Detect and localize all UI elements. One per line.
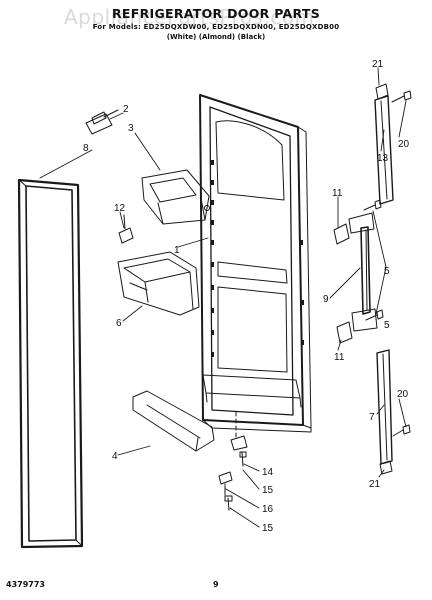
screw-20-lower bbox=[392, 424, 411, 437]
screw-15-upper bbox=[239, 451, 247, 467]
screw-15-lower bbox=[224, 495, 233, 511]
callout-20-bottom: 20 bbox=[397, 389, 409, 400]
part-4-bottom-shelf bbox=[132, 390, 215, 452]
part-code: 4379773 bbox=[6, 580, 45, 589]
part-11-handle-brackets bbox=[333, 223, 353, 344]
model-numbers: For Models: ED25DQXDW00, ED25DQXDN00, ED… bbox=[92, 23, 340, 31]
callout-9: 9 bbox=[323, 294, 329, 305]
refrigerator-door bbox=[199, 94, 312, 451]
model-colors: (White) (Almond) (Black) bbox=[166, 33, 266, 41]
part-9-door-handle bbox=[348, 212, 378, 332]
callout-4: 4 bbox=[112, 451, 118, 462]
part-2-bracket bbox=[85, 109, 119, 135]
screw-5-upper bbox=[363, 199, 382, 211]
screws bbox=[218, 90, 412, 511]
callout-7: 7 bbox=[369, 412, 375, 423]
callout-1: 1 bbox=[174, 245, 180, 256]
callout-13: 13 bbox=[377, 153, 389, 164]
callout-21-bottom: 21 bbox=[369, 479, 381, 490]
page-title: REFRIGERATOR DOOR PARTS bbox=[111, 6, 321, 21]
page-number: 9 bbox=[213, 580, 219, 589]
callout-11-top: 11 bbox=[332, 188, 343, 199]
callouts: 2 3 8 12 1 6 4 21 13 20 11 5 9 5 11 20 7… bbox=[83, 59, 410, 534]
callout-2: 2 bbox=[123, 104, 129, 115]
screw-20-upper bbox=[391, 90, 412, 103]
callout-11-bottom: 11 bbox=[334, 352, 345, 363]
part-3-dairy-cover bbox=[141, 169, 210, 225]
callout-15-lower: 15 bbox=[262, 523, 274, 534]
callout-16: 16 bbox=[262, 504, 274, 515]
callout-21-top: 21 bbox=[372, 59, 384, 70]
part-16-hinge-pin bbox=[218, 471, 233, 496]
part-7-lower-trim bbox=[376, 349, 393, 475]
part-13-upper-trim bbox=[374, 83, 394, 205]
callout-5-lower: 5 bbox=[384, 320, 390, 331]
callout-20-top: 20 bbox=[398, 139, 410, 150]
callout-14: 14 bbox=[262, 467, 274, 478]
callout-8: 8 bbox=[83, 143, 89, 154]
leader-lines bbox=[39, 67, 407, 528]
part-8-door-gasket bbox=[17, 178, 84, 549]
part-12-clip bbox=[118, 214, 134, 244]
callout-15-upper: 15 bbox=[262, 485, 274, 496]
part-6-door-bin bbox=[117, 251, 200, 316]
callout-5: 5 bbox=[384, 266, 390, 277]
callout-12: 12 bbox=[114, 203, 126, 214]
callout-6: 6 bbox=[116, 318, 122, 329]
screw-5-lower bbox=[365, 309, 384, 321]
callout-3: 3 bbox=[128, 123, 134, 134]
watermark: AppliancePartsPros.com bbox=[64, 5, 315, 29]
